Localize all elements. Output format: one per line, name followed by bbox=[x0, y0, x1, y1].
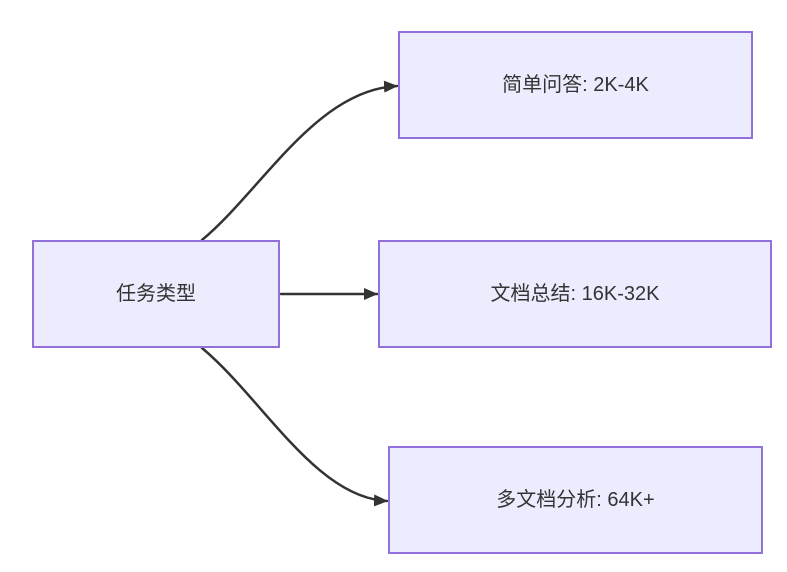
node-multidoc-analysis-label: 多文档分析: 64K+ bbox=[496, 489, 655, 511]
node-simple-qa-label: 简单问答: 2K-4K bbox=[502, 74, 649, 96]
node-multidoc-analysis: 多文档分析: 64K+ bbox=[388, 446, 763, 554]
node-task-type-label: 任务类型 bbox=[116, 283, 196, 305]
node-task-type: 任务类型 bbox=[32, 240, 280, 348]
edge-task-type-to-multidoc-analysis bbox=[200, 346, 389, 507]
edge-task-type-to-simple-qa bbox=[200, 80, 399, 242]
node-simple-qa: 简单问答: 2K-4K bbox=[398, 31, 753, 139]
node-doc-summary: 文档总结: 16K-32K bbox=[378, 240, 772, 348]
node-doc-summary-label: 文档总结: 16K-32K bbox=[490, 283, 660, 305]
